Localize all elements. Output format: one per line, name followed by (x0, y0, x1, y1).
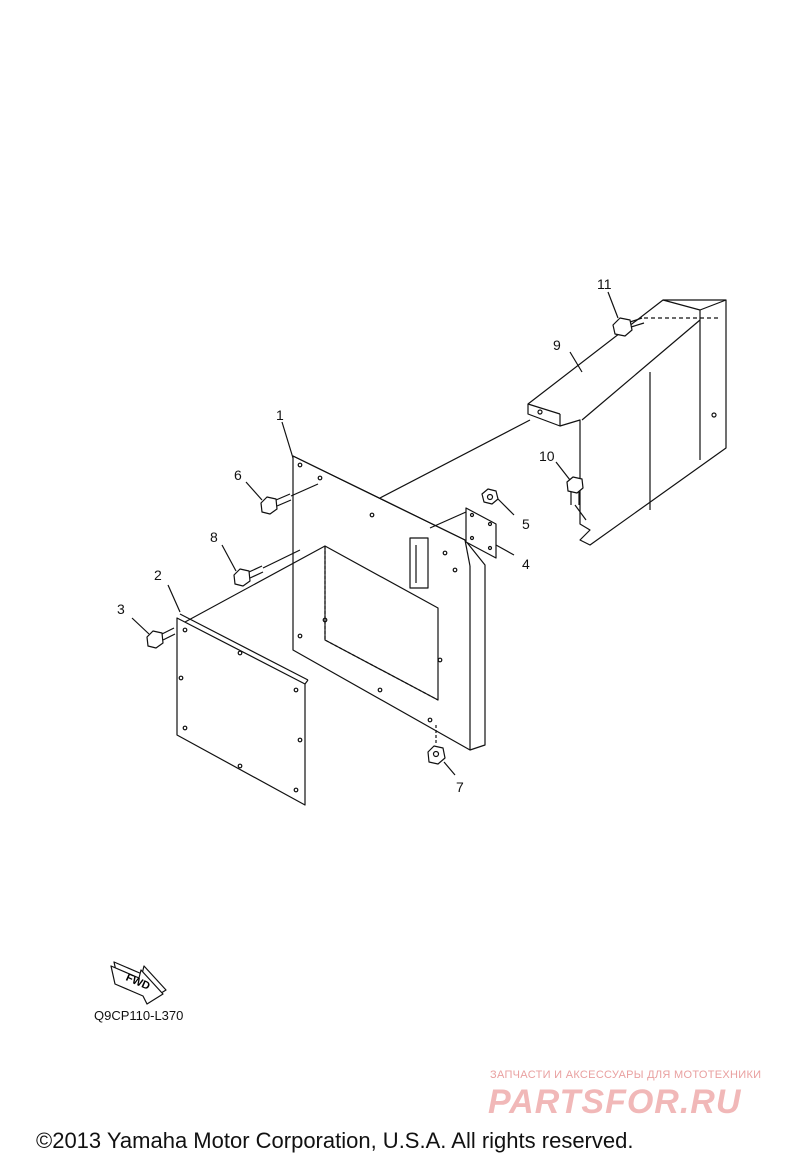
part-9-cover (527, 299, 727, 546)
diagram-code: Q9CP110-L370 (94, 1008, 184, 1023)
part-number: 10 (539, 448, 555, 464)
leader-11 (607, 291, 619, 319)
part-5-nut (481, 488, 515, 516)
part-6-bolt (245, 481, 319, 515)
leader-10 (555, 461, 571, 481)
part-number: 2 (154, 567, 162, 583)
part-7-nut (427, 725, 456, 776)
part-10-bolt (566, 476, 587, 521)
part-number: 4 (522, 556, 530, 572)
part-number: 3 (117, 601, 125, 617)
part-3-bolt (131, 617, 176, 649)
watermark-tagline: ЗАПЧАСТИ И АКСЕССУАРЫ ДЛЯ МОТОТЕХНИКИ (490, 1069, 762, 1081)
part-number: 1 (276, 407, 284, 423)
part-number: 5 (522, 516, 530, 532)
part-number: 7 (456, 779, 464, 795)
part-2-cover-plate (167, 545, 326, 806)
copyright-notice: ©2013 Yamaha Motor Corporation, U.S.A. A… (36, 1128, 634, 1153)
part-11-bolt (612, 317, 720, 337)
part-number: 11 (597, 276, 612, 292)
part-number: 9 (553, 337, 561, 353)
leader-9 (569, 351, 583, 373)
fwd-arrow-icon (110, 961, 167, 1005)
part-1-plate (292, 419, 531, 751)
leader-1 (281, 421, 294, 459)
watermark-logo: PARTSFOR.RU (488, 1083, 742, 1121)
part-8-bolt (221, 544, 301, 587)
part-number: 8 (210, 529, 218, 545)
part-4-gasket (429, 507, 515, 559)
part-number: 6 (234, 467, 242, 483)
